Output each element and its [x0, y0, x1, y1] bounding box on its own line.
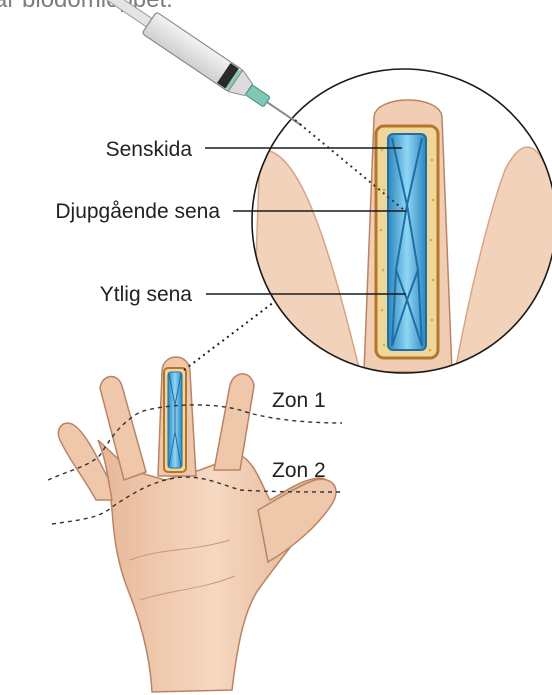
- syringe: [87, 0, 309, 136]
- magnifier-connector: [184, 296, 282, 370]
- label-deep-tendon: Djupgående sena: [55, 200, 220, 223]
- magnified-view: [252, 69, 552, 373]
- label-superficial-tendon: Ytlig sena: [100, 283, 193, 306]
- syringe-plunger: [92, 0, 156, 29]
- label-tendon-sheath: Senskida: [106, 138, 193, 161]
- label-zone-1: Zon 1: [272, 389, 326, 412]
- index-finger: [214, 374, 254, 470]
- label-zone-2: Zon 2: [272, 459, 326, 482]
- little-finger: [58, 423, 112, 500]
